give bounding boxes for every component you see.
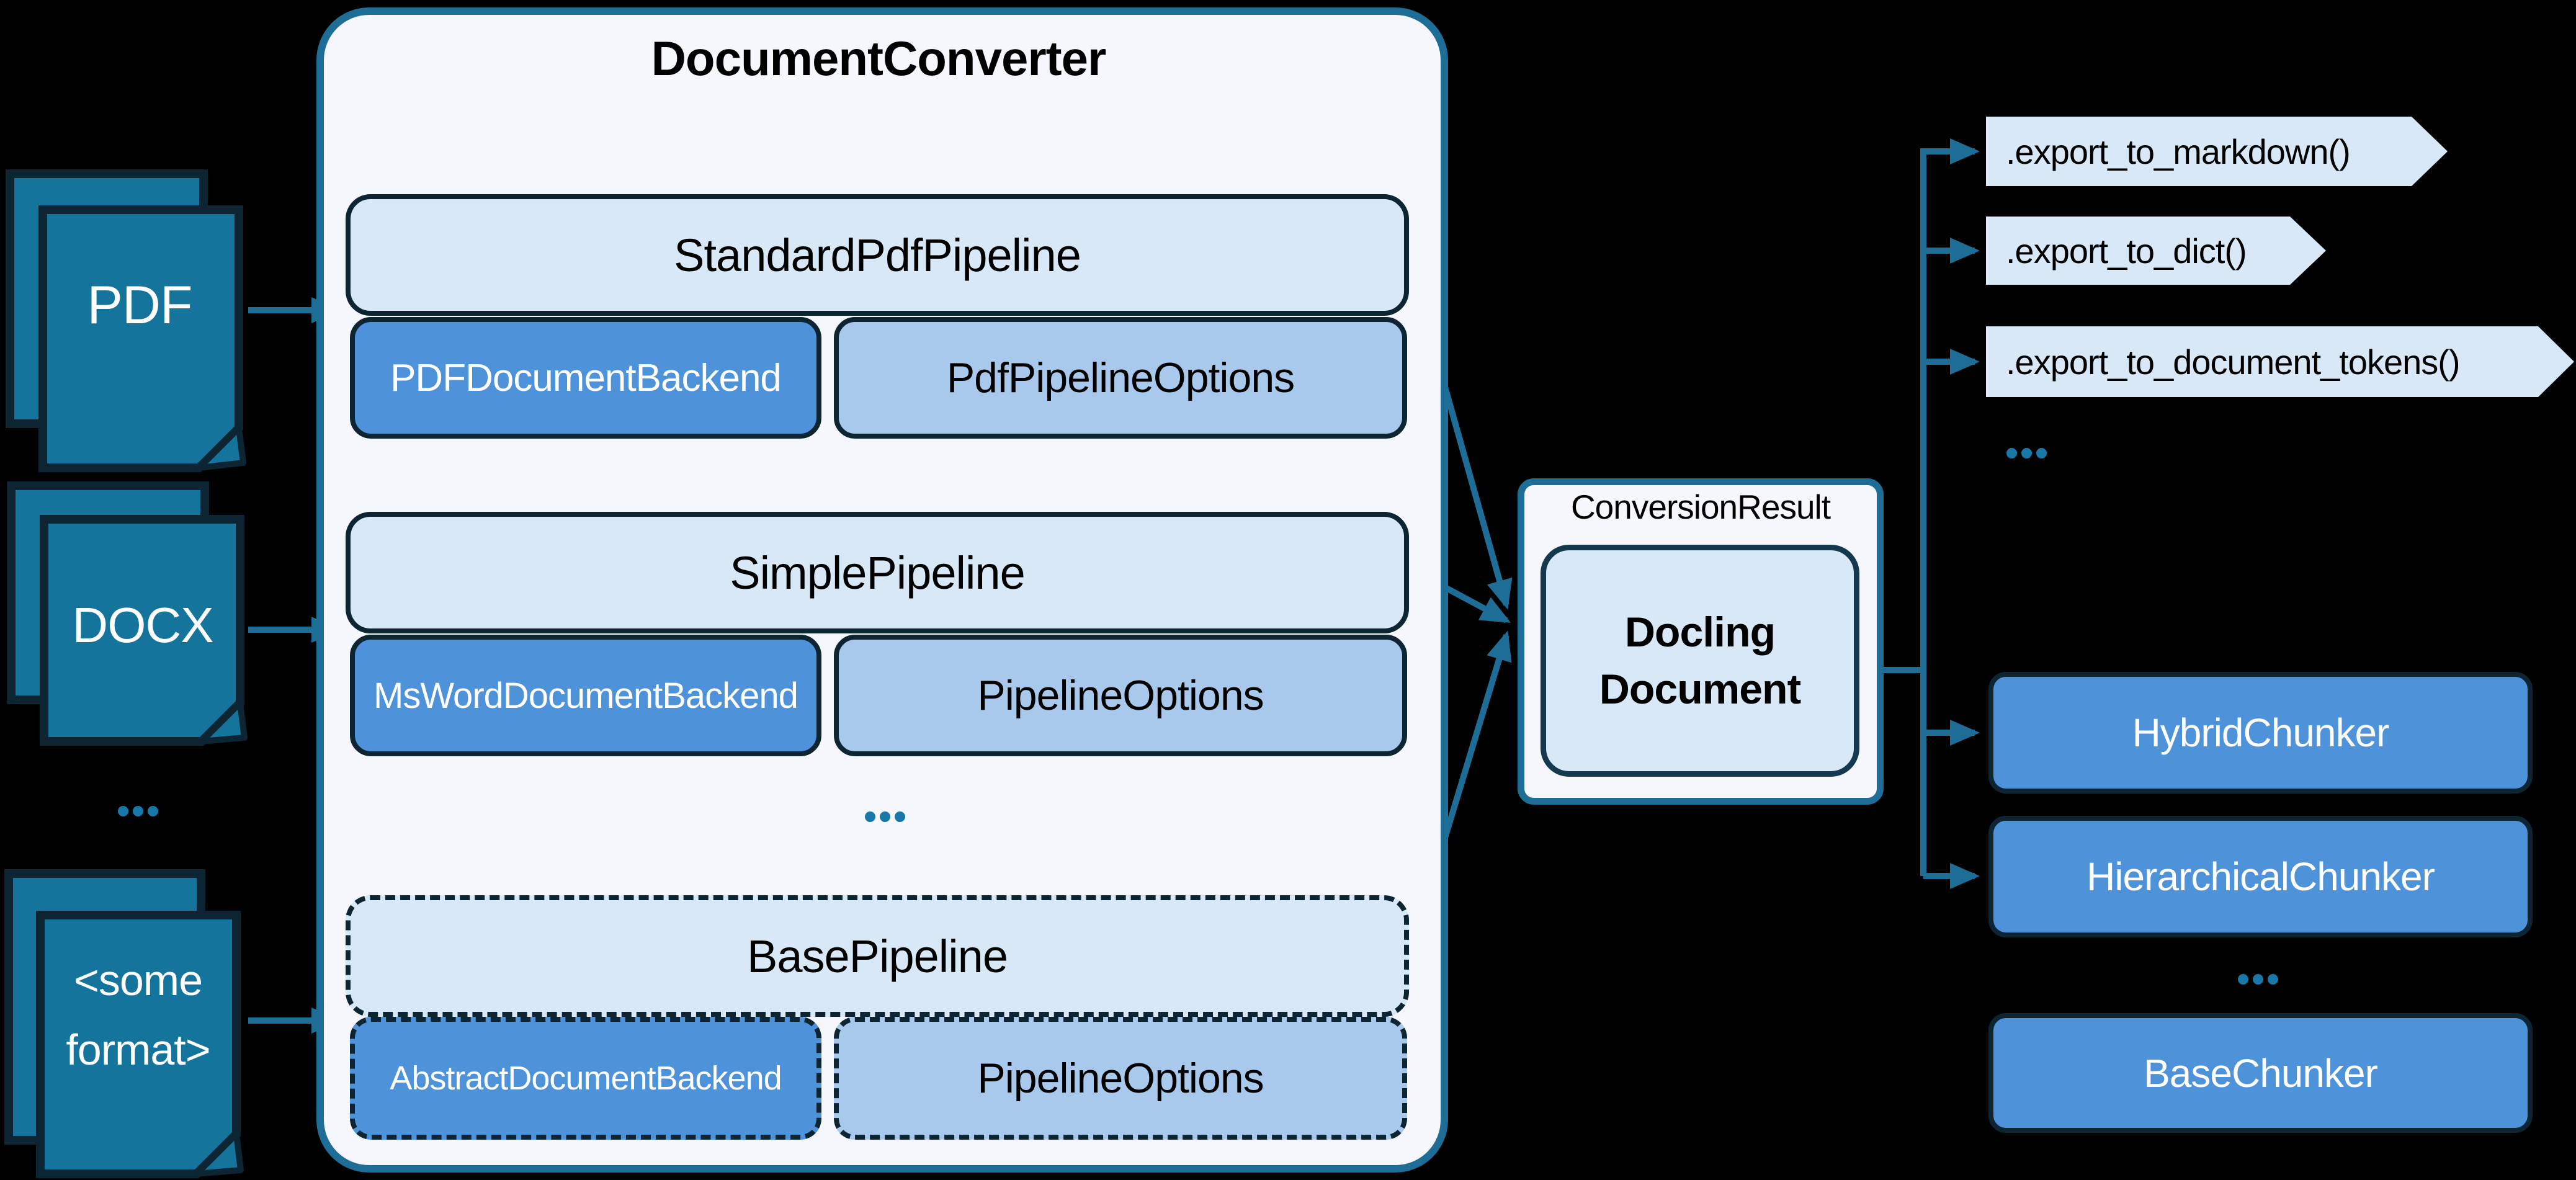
more-pipelines-ellipsis — [865, 811, 905, 822]
pdf-document-backend-box: PDFDocumentBackend — [350, 317, 821, 439]
hierarchical-chunker-box: HierarchicalChunker — [1988, 816, 2533, 937]
pdf-input-label: PDF — [87, 275, 193, 335]
export-to-markdown-chevron: .export_to_markdown() — [1986, 117, 2448, 186]
more-exports-ellipsis — [2006, 448, 2047, 458]
base-chunker-box: BaseChunker — [1988, 1013, 2533, 1133]
standard-pdf-pipeline-box: StandardPdfPipeline — [346, 194, 1409, 316]
pdf-documents-icon — [6, 169, 246, 472]
export-to-document-tokens-chevron: .export_to_document_tokens() — [1986, 326, 2574, 397]
simple-pipeline-box: SimplePipeline — [346, 512, 1409, 633]
base-pipeline-box: BasePipeline — [346, 895, 1409, 1017]
hybrid-chunker-box: HybridChunker — [1988, 672, 2533, 793]
docling-document-line2: Document — [1599, 666, 1801, 713]
more-input-formats-ellipsis — [118, 806, 158, 816]
someformat-documents-icon — [4, 869, 244, 1178]
someformat-input-label-line2: format> — [66, 1026, 210, 1074]
someformat-input-label-line1: <some — [73, 956, 203, 1004]
docling-document-line1: Docling — [1624, 609, 1776, 656]
more-chunkers-ellipsis — [2238, 974, 2278, 985]
export-to-dict-chevron: .export_to_dict() — [1986, 217, 2326, 285]
docx-documents-icon — [7, 481, 248, 746]
docx-input-label: DOCX — [72, 597, 213, 653]
docling-document-box: Docling Document — [1541, 545, 1859, 777]
pdf-pipeline-options-box: PdfPipelineOptions — [834, 317, 1407, 439]
conversion-result-title: ConversionResult — [1570, 488, 1831, 526]
abstract-pipeline-options-box: PipelineOptions — [834, 1017, 1407, 1140]
pipeline-options-box: PipelineOptions — [834, 635, 1407, 756]
msword-document-backend-box: MsWordDocumentBackend — [350, 635, 821, 756]
document-converter-title: DocumentConverter — [651, 30, 1107, 86]
abstract-document-backend-box: AbstractDocumentBackend — [350, 1017, 821, 1140]
